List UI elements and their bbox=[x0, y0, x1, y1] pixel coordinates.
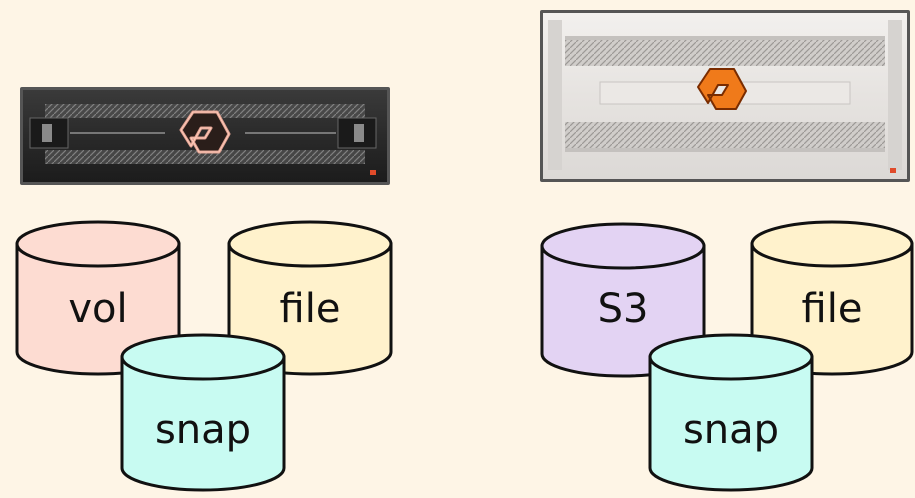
cylinder-snap-label: snap bbox=[683, 407, 779, 453]
pure-storage-logo-icon bbox=[697, 68, 747, 110]
cylinder-file-label: file bbox=[802, 286, 863, 332]
cylinder-snap-label: snap bbox=[155, 407, 251, 453]
cylinder-file-label: file bbox=[280, 286, 341, 332]
cylinder-file: file bbox=[750, 220, 914, 376]
cylinder-vol-label: vol bbox=[68, 286, 127, 332]
cylinder-s3: S3 bbox=[540, 222, 706, 378]
cylinder-vol: vol bbox=[15, 220, 181, 376]
cylinder-snap: snap bbox=[120, 333, 286, 492]
cylinder-s3-label: S3 bbox=[598, 286, 649, 332]
cylinder-file: file bbox=[227, 220, 393, 376]
cylinder-snap: snap bbox=[648, 333, 814, 492]
pure-storage-logo-icon bbox=[179, 110, 231, 154]
